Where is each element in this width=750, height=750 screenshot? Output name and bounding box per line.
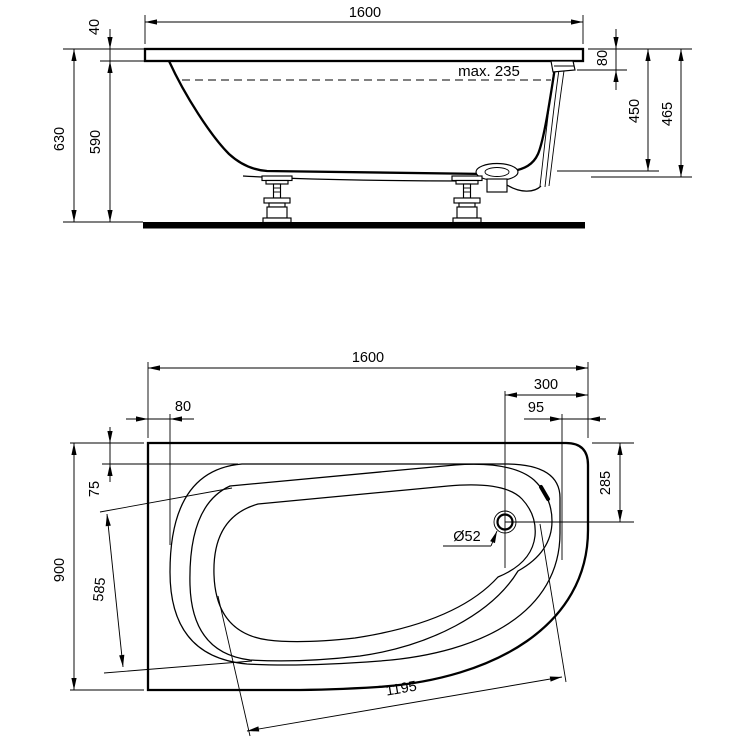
dim-plan-rim-right: 95	[524, 400, 606, 422]
dim-label-plan-1195: 1195	[385, 679, 418, 700]
waste-trap	[475, 162, 542, 193]
dim-label-plan-80: 80	[175, 399, 191, 415]
dim-label-plan-1600: 1600	[352, 350, 384, 366]
dim-label-side-465: 465	[660, 102, 676, 126]
tub-inner-rim-edge	[169, 463, 561, 666]
dim-side-overall-width: 1600	[145, 5, 583, 25]
dim-label-plan-285: 285	[598, 471, 614, 495]
dim-label-side-630: 630	[52, 127, 68, 151]
basin-outer-contour	[189, 463, 553, 662]
plan-view-tub-outline	[146, 441, 590, 692]
overflow-fitting	[550, 60, 576, 73]
adjustable-foot-left	[261, 175, 293, 224]
dim-plan-drain-from-right: 300	[505, 377, 588, 398]
dim-side-rim-height: 465	[660, 49, 684, 177]
overflow-hole-mark	[539, 485, 550, 501]
dim-plan-overall-length: 1600	[148, 350, 588, 371]
dim-label-plan-900: 900	[52, 558, 68, 582]
dim-plan-rim-top: 75	[87, 427, 113, 497]
dim-label-side-80: 80	[595, 50, 611, 66]
plan-view-extension-lines	[70, 362, 634, 737]
dim-label-side-590: 590	[88, 130, 104, 154]
dim-label-plan-95: 95	[528, 400, 544, 416]
dim-side-max-fill: max. 235	[458, 63, 520, 80]
dim-side-height-below-rim: 590	[88, 61, 113, 222]
dim-label-plan-75: 75	[87, 481, 103, 497]
dim-plan-overall-depth: 900	[52, 443, 77, 690]
dim-side-total-height: 630	[52, 49, 77, 222]
side-elevation-view: 1600 40 630 590 max. 235 80 450	[52, 5, 692, 229]
dim-label-max-235: max. 235	[458, 63, 520, 80]
dim-side-rim-thickness: 40	[87, 19, 113, 61]
tub-left-wall	[167, 60, 488, 176]
dim-label-side-1600: 1600	[349, 5, 381, 21]
tub-rim-section	[143, 47, 585, 63]
dim-label-plan-300: 300	[534, 377, 558, 393]
dim-plan-basin-length: 1195	[246, 676, 563, 732]
dim-label-side-450: 450	[627, 99, 643, 123]
dim-plan-drain-from-top: 285	[598, 443, 623, 522]
basin-inner-contour	[213, 484, 536, 643]
plan-view: 1600 300 95 80 75 900	[52, 350, 634, 737]
dim-plan-rim-left: 80	[126, 399, 194, 422]
dim-label-plan-585: 585	[91, 577, 109, 603]
dim-label-side-40: 40	[87, 19, 103, 35]
dim-side-inner-depth: 450	[627, 49, 651, 171]
adjustable-foot-right	[451, 175, 483, 224]
floor-line	[143, 222, 585, 229]
side-view-extension-lines	[63, 15, 692, 223]
side-view-tub-outline	[143, 47, 585, 229]
overflow-hose	[539, 60, 576, 188]
dim-label-plan-drain-diameter: Ø52	[453, 529, 480, 545]
dim-plan-basin-width: 585	[91, 513, 125, 668]
dim-side-overflow-drop: 80	[595, 29, 619, 90]
dim-plan-drain-diameter: Ø52	[443, 529, 498, 547]
